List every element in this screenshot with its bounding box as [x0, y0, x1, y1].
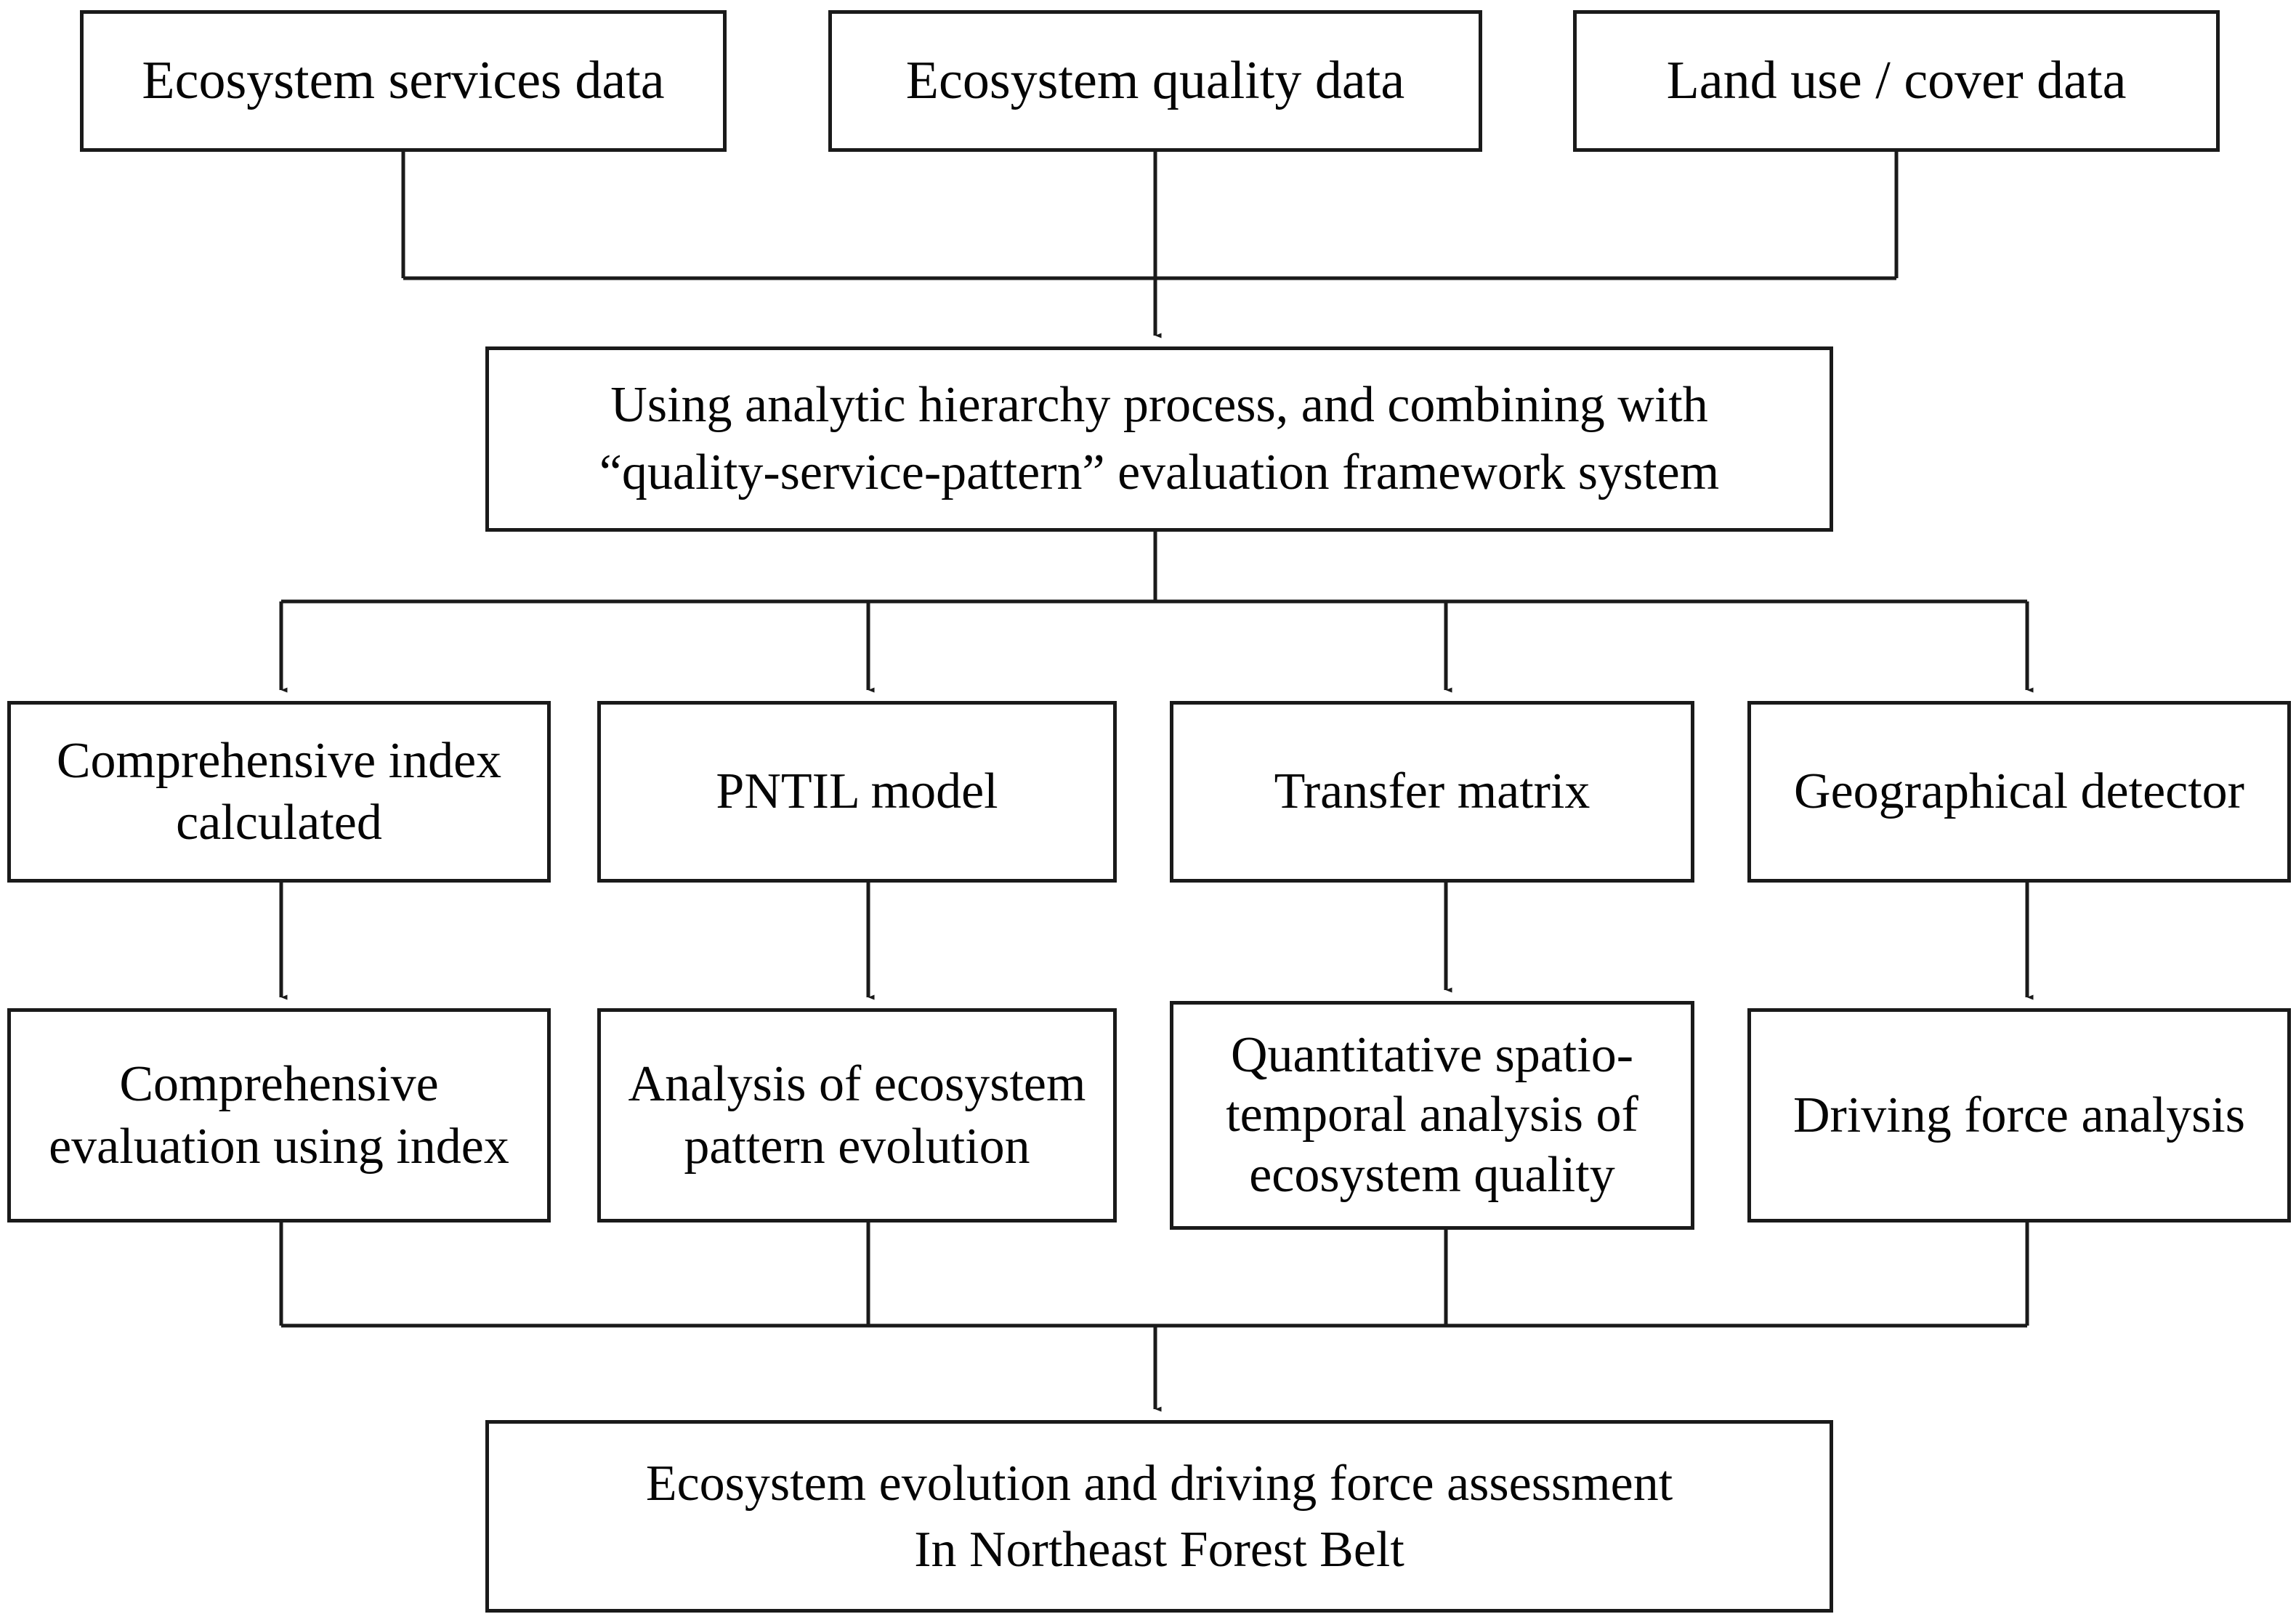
node-final-assessment[interactable]: Ecosystem evolution and driving force as… — [485, 1420, 1833, 1613]
node-pattern-evolution[interactable]: Analysis of ecosystem pattern evolution — [597, 1008, 1117, 1222]
node-pntil-model[interactable]: PNTIL model — [597, 701, 1117, 883]
node-driving-force-analysis-label: Driving force analysis — [1792, 1087, 2246, 1143]
node-comprehensive-evaluation[interactable]: Comprehensive evaluation using index — [7, 1008, 551, 1222]
node-final-assessment-label: Ecosystem evolution and driving force as… — [645, 1455, 1673, 1578]
node-geographical-detector[interactable]: Geographical detector — [1747, 701, 2291, 883]
node-geographical-detector-label: Geographical detector — [1794, 763, 2244, 820]
node-ecosystem-services-data-label: Ecosystem services data — [142, 51, 665, 111]
node-land-use-cover-data[interactable]: Land use / cover data — [1573, 10, 2220, 152]
node-land-use-cover-data-label: Land use / cover data — [1666, 51, 2127, 111]
node-pattern-evolution-label: Analysis of ecosystem pattern evolution — [628, 1056, 1086, 1175]
node-comprehensive-index[interactable]: Comprehensive index calculated — [7, 701, 551, 883]
node-transfer-matrix-label: Transfer matrix — [1274, 763, 1590, 820]
node-ecosystem-services-data[interactable]: Ecosystem services data — [80, 10, 727, 152]
node-evaluation-framework-label: Using analytic hierarchy process, and co… — [599, 377, 1720, 500]
node-driving-force-analysis[interactable]: Driving force analysis — [1747, 1008, 2291, 1222]
node-transfer-matrix[interactable]: Transfer matrix — [1170, 701, 1694, 883]
node-pntil-model-label: PNTIL model — [716, 763, 998, 820]
node-comprehensive-evaluation-label: Comprehensive evaluation using index — [49, 1056, 509, 1175]
node-ecosystem-quality-data-label: Ecosystem quality data — [905, 51, 1405, 111]
node-evaluation-framework[interactable]: Using analytic hierarchy process, and co… — [485, 346, 1833, 532]
node-comprehensive-index-label: Comprehensive index calculated — [56, 732, 502, 851]
node-spatio-temporal-quality-label: Quantitative spatio- temporal analysis o… — [1226, 1026, 1638, 1203]
node-ecosystem-quality-data[interactable]: Ecosystem quality data — [828, 10, 1482, 152]
node-spatio-temporal-quality[interactable]: Quantitative spatio- temporal analysis o… — [1170, 1001, 1694, 1230]
